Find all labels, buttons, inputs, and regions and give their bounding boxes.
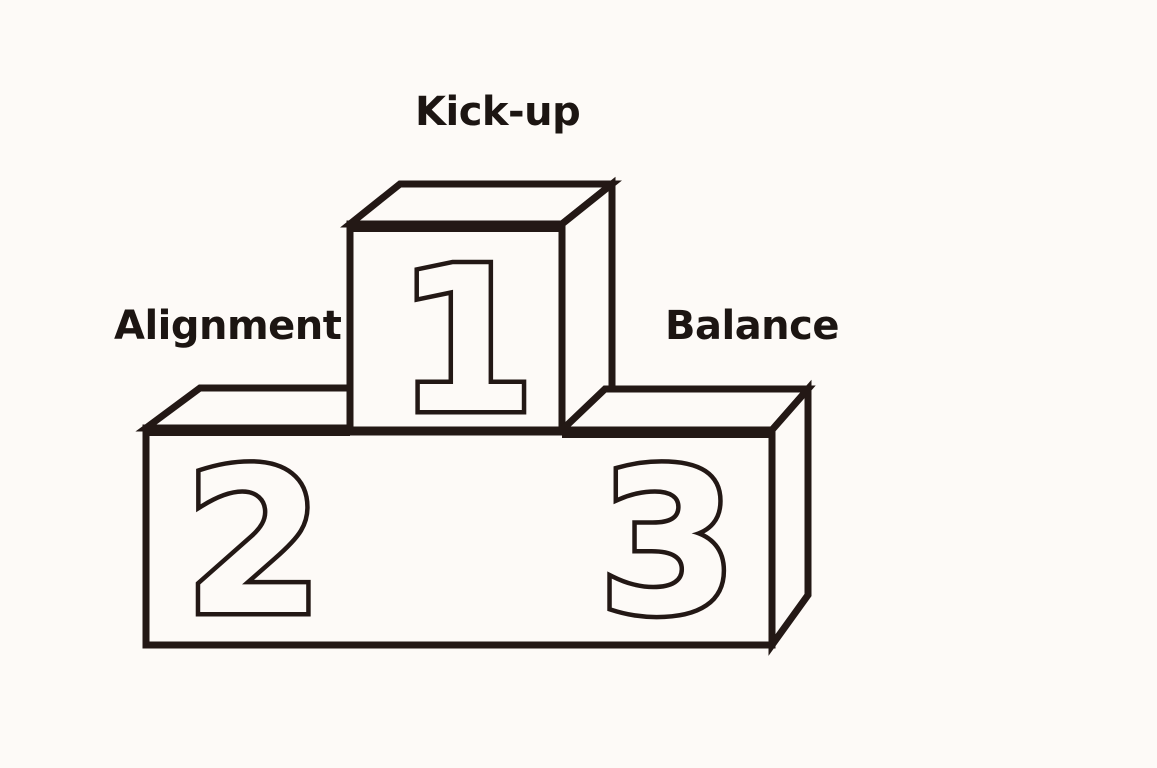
second-place-label: Alignment <box>114 303 342 349</box>
third-place-numeral: 3 <box>598 427 737 660</box>
third-block-top <box>553 385 816 434</box>
first-place-numeral: 1 <box>396 225 535 458</box>
second-block-top <box>135 384 354 432</box>
second-place-numeral: 2 <box>184 427 323 660</box>
third-block-side <box>768 379 812 656</box>
third-place-label: Balance <box>665 303 840 349</box>
first-place-label: Kick-up <box>415 89 581 135</box>
